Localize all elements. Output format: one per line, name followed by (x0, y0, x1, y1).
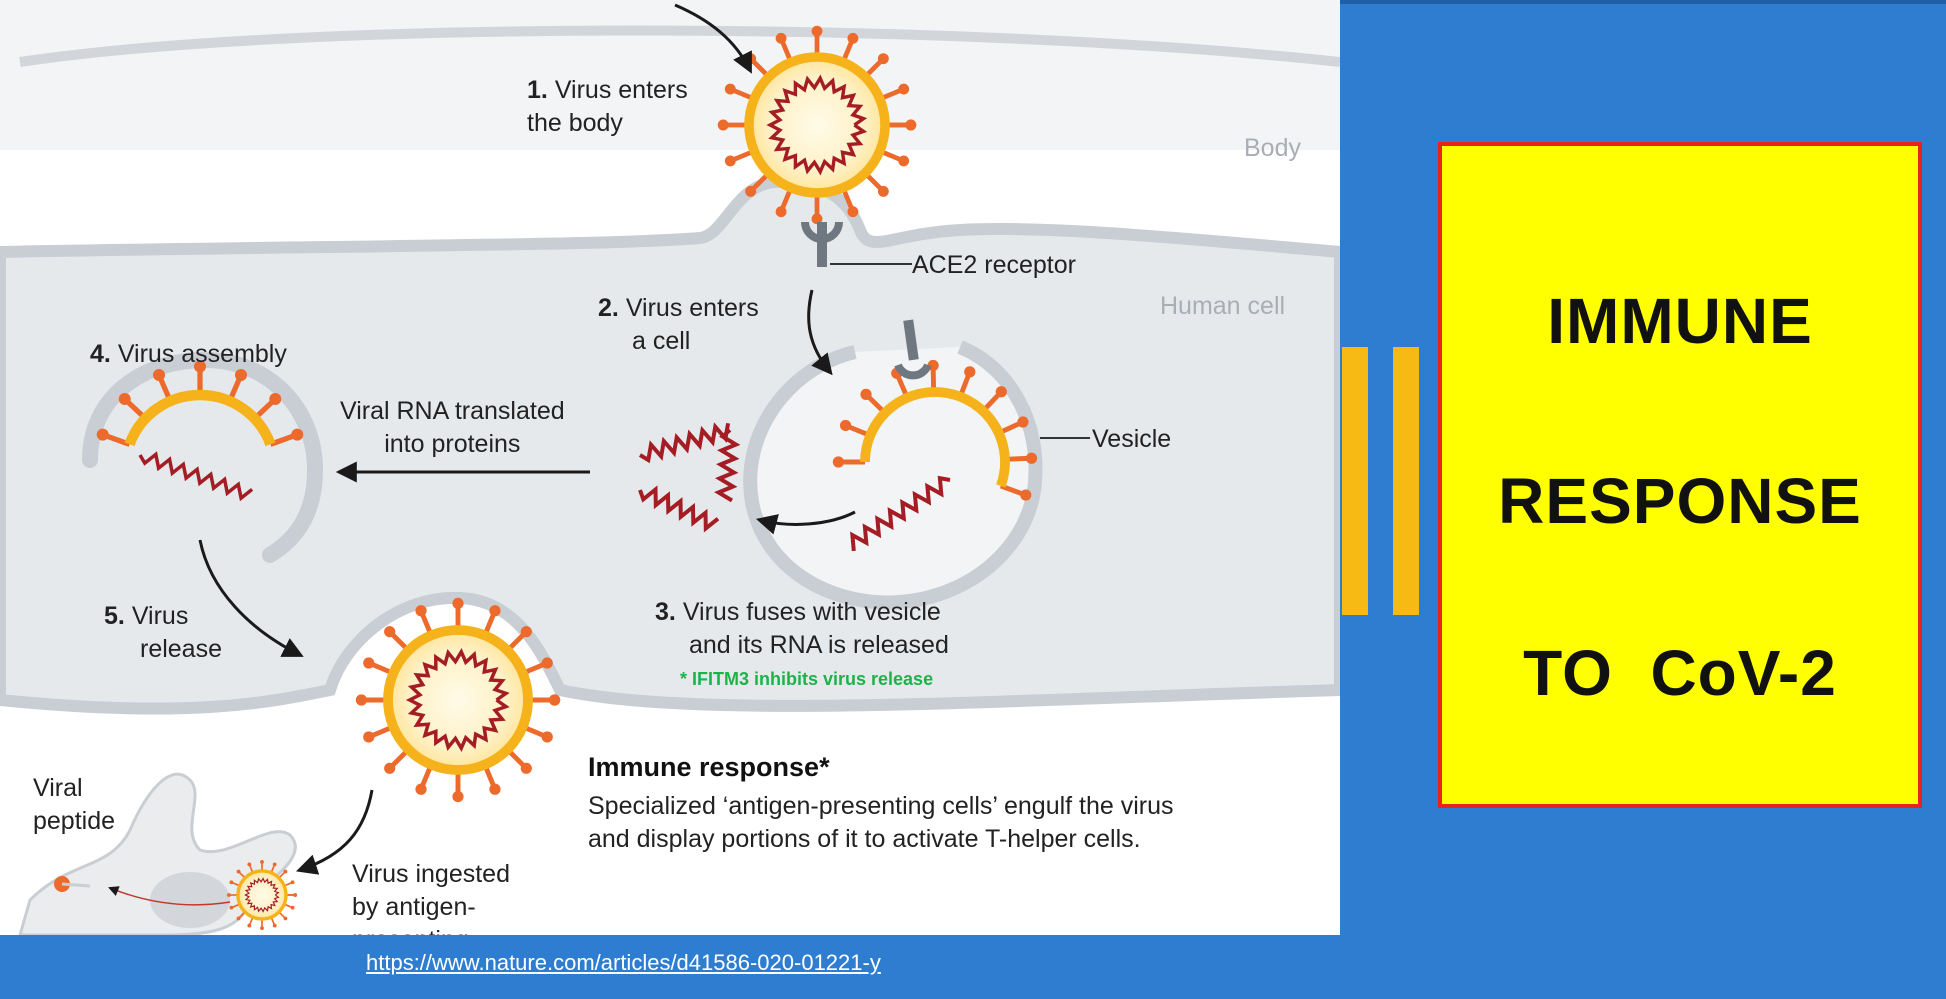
step2-number: 2. (598, 294, 619, 322)
arrow-rna-release (755, 510, 856, 535)
source-link[interactable]: https://www.nature.com/articles/d41586-0… (366, 950, 881, 975)
ingested-line1: Virus ingested (352, 860, 510, 888)
step5-line2: release (140, 635, 222, 663)
step1-line2: the body (527, 109, 623, 137)
step2-line2: a cell (632, 327, 691, 355)
step2-line1: Virus enters (625, 294, 759, 322)
accent-bar-left (1342, 347, 1368, 615)
immune-line1: Specialized ‘antigen-presenting cells’ e… (588, 792, 1174, 820)
virus-released (355, 597, 561, 803)
body-region-label: Body (1244, 134, 1301, 162)
ifitm3-note: * IFITM3 inhibits virus release (680, 669, 934, 689)
step3-label: 3. Virus fuses with vesicle and its RNA … (655, 596, 949, 662)
step5-number: 5. (104, 602, 125, 630)
peptide-line1: Viral (33, 774, 83, 802)
translation-line1: Viral RNA translated (340, 397, 565, 425)
immune-line2: and display portions of it to activate T… (588, 825, 1141, 853)
step3-line2: and its RNA is released (689, 631, 949, 659)
ingested-line3: presenting (352, 926, 469, 935)
title-line-cov2: TO CoV-2 (1523, 637, 1837, 709)
ace2-receptor-vesicle (894, 319, 932, 380)
step1-label: 1. Virus enters the body (527, 74, 688, 140)
translation-line2: into proteins (384, 430, 521, 458)
ace2-receptor-label: ACE2 receptor (912, 251, 1076, 279)
virus-in-vesicle (832, 359, 1038, 501)
virus-assembly-partial (96, 360, 304, 447)
title-box: IMMUNE RESPONSE TO CoV-2 (1438, 142, 1922, 808)
virus-ingested (226, 859, 298, 931)
arrow-release (198, 539, 304, 657)
step5-line1: Virus (131, 602, 189, 630)
step2-label: 2. Virus enters a cell (598, 292, 759, 358)
assembly-rna (138, 451, 254, 502)
step3-line1: Virus fuses with vesicle (682, 598, 941, 626)
assembly-vesicle (82, 351, 324, 563)
virus-ingested-label: Virus ingested by antigen- presenting (352, 858, 510, 935)
step4-text: Virus assembly (117, 340, 287, 368)
peptide-line2: peptide (33, 807, 116, 835)
immune-response-text: Specialized ‘antigen-presenting cells’ e… (588, 790, 1174, 856)
step1-line1: Virus enters (554, 76, 688, 104)
arrow-peptide (108, 886, 231, 906)
viral-peptide-label: Viral peptide (33, 772, 115, 838)
ingested-line2: by antigen- (352, 893, 476, 921)
immune-response-heading: Immune response* (588, 752, 830, 782)
infographic-panel: 1. Virus enters the body Body ACE2 recep… (0, 0, 1340, 935)
body-membrane-top (19, 25, 1340, 67)
step4-number: 4. (90, 340, 111, 368)
virus-entering-body (717, 25, 917, 225)
vesicle-label: Vesicle (1092, 425, 1172, 453)
arrow-entry (674, 3, 752, 74)
accent-bar-right (1393, 347, 1419, 615)
human-cell-label: Human cell (1160, 292, 1286, 320)
translation-label: Viral RNA translated into proteins (340, 395, 565, 461)
step4-label: 4. Virus assembly (90, 338, 287, 371)
title-line-response: RESPONSE (1498, 465, 1862, 537)
step1-number: 1. (527, 76, 548, 104)
released-rna-3 (638, 485, 720, 533)
step5-label: 5. Virus release (104, 600, 222, 666)
released-rna-2 (714, 428, 741, 503)
title-line-immune: IMMUNE (1547, 285, 1813, 357)
ace2-receptor-body (801, 221, 843, 267)
vesicle-rna-tail (850, 475, 951, 552)
arrow-ingest (296, 789, 374, 875)
step3-number: 3. (655, 598, 676, 626)
arrow-enter-cell (807, 289, 833, 376)
infection-cycle-illustration (0, 0, 1340, 935)
released-rna-1 (638, 422, 731, 464)
vesicle (743, 340, 1043, 610)
human-cell-region (0, 175, 1340, 715)
